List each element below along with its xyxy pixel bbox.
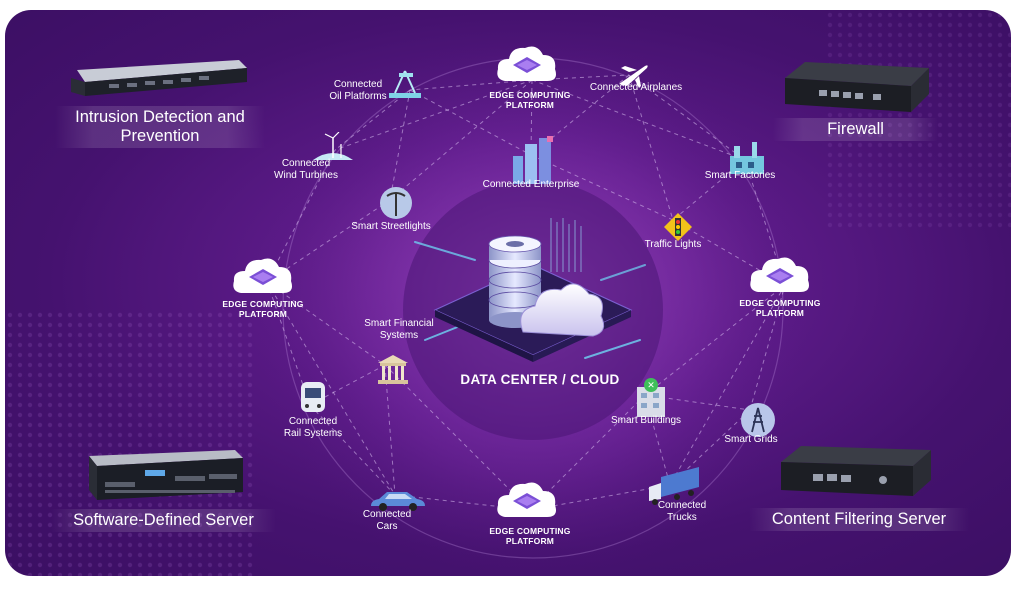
content-filtering-server-image xyxy=(781,446,931,496)
oil-platforms-label: Connected Oil Platforms xyxy=(329,79,387,102)
edge-cloud-icon-left xyxy=(233,258,292,293)
airplane-icon xyxy=(619,65,648,88)
rail-systems-label: Connected Rail Systems xyxy=(283,416,343,439)
streetlight-icon xyxy=(380,187,412,219)
edge-platform-right-label: EDGE COMPUTING PLATFORM xyxy=(739,298,821,318)
truck-icon xyxy=(649,467,699,505)
connected-cars-label: Connected Cars xyxy=(362,509,412,532)
smart-buildings-label: Smart Buildings xyxy=(610,415,682,426)
svg-text:✕: ✕ xyxy=(647,381,655,391)
data-center-title: DATA CENTER / CLOUD xyxy=(460,372,620,387)
train-icon xyxy=(301,382,325,412)
connected-trucks-label: Connected Trucks xyxy=(657,500,707,523)
edge-platform-bottom-label: EDGE COMPUTING PLATFORM xyxy=(489,526,571,546)
dot-texture-right xyxy=(825,10,1011,230)
enterprise-label: Connected Enterprise xyxy=(482,179,580,190)
edge-platform-top-label: EDGE COMPUTING PLATFORM xyxy=(489,90,571,110)
factory-icon xyxy=(730,142,764,174)
edge-platform-left-label: EDGE COMPUTING PLATFORM xyxy=(222,299,304,319)
ids-appliance-image xyxy=(71,60,247,96)
financial-systems-label: Smart Financial Systems xyxy=(364,318,434,341)
diagram-canvas: EDGE COMPUTING PLATFORM EDGE COMPUTING P… xyxy=(5,10,1011,576)
software-defined-server-image xyxy=(89,450,243,500)
streetlights-label: Smart Streetlights xyxy=(351,221,431,232)
enterprise-buildings-icon xyxy=(513,136,553,184)
ids-label: Intrusion Detection and Prevention xyxy=(55,106,265,148)
oil-platform-icon xyxy=(389,70,421,98)
traffic-light-icon xyxy=(664,213,692,241)
traffic-lights-label: Traffic Lights xyxy=(644,239,702,250)
car-icon xyxy=(371,492,425,511)
wind-turbines-label: Connected Wind Turbines xyxy=(274,158,338,181)
dot-texture-left xyxy=(5,310,255,576)
edge-cloud-icon-top xyxy=(497,46,556,81)
edge-cloud-icon-right xyxy=(750,257,809,292)
content-filtering-server-label: Content Filtering Server xyxy=(749,508,969,531)
network-lines xyxy=(5,10,1011,576)
data-center-graphic xyxy=(433,218,633,362)
smart-grids-label: Smart Grids xyxy=(724,434,778,445)
firewall-label: Firewall xyxy=(773,118,938,141)
edge-cloud-icon-bottom xyxy=(497,482,556,517)
wind-turbine-icon xyxy=(313,132,353,160)
firewall-appliance-image xyxy=(785,62,929,112)
software-defined-server-label: Software-Defined Server xyxy=(51,509,276,532)
smart-factories-label: Smart Factories xyxy=(704,170,776,181)
airplanes-label: Connected Airplanes xyxy=(589,82,683,93)
smart-building-icon: ✕ xyxy=(637,378,665,417)
power-grid-icon xyxy=(741,403,775,437)
bank-icon xyxy=(378,355,408,384)
